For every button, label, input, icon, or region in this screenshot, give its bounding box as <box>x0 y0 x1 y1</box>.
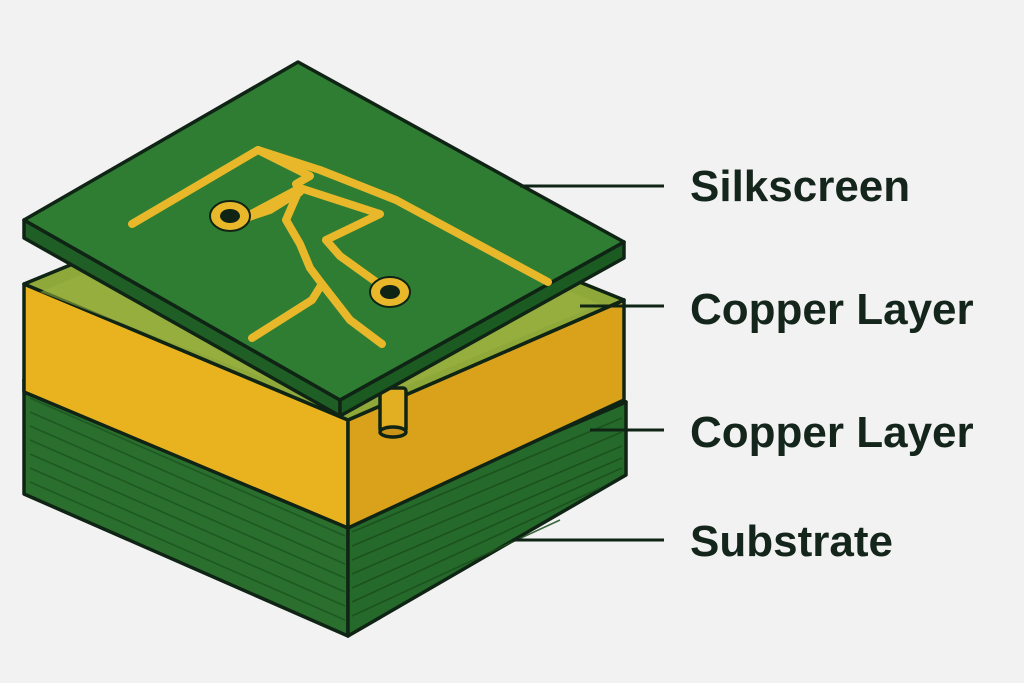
layer-labels: Silkscreen Copper Layer Copper Layer Sub… <box>690 162 974 566</box>
substrate-grain <box>29 397 346 621</box>
via-pad-icon <box>369 276 411 308</box>
label-silkscreen: Silkscreen <box>690 162 910 211</box>
label-copper-top: Copper Layer <box>690 285 974 334</box>
via-pad-icon <box>209 200 251 232</box>
via-pin-icon <box>378 386 408 439</box>
circuit-trace-icon <box>128 146 552 348</box>
label-copper-bottom: Copper Layer <box>690 408 974 457</box>
silkscreen-layer <box>22 60 626 418</box>
leader-lines <box>512 184 664 542</box>
label-substrate: Substrate <box>690 517 893 566</box>
